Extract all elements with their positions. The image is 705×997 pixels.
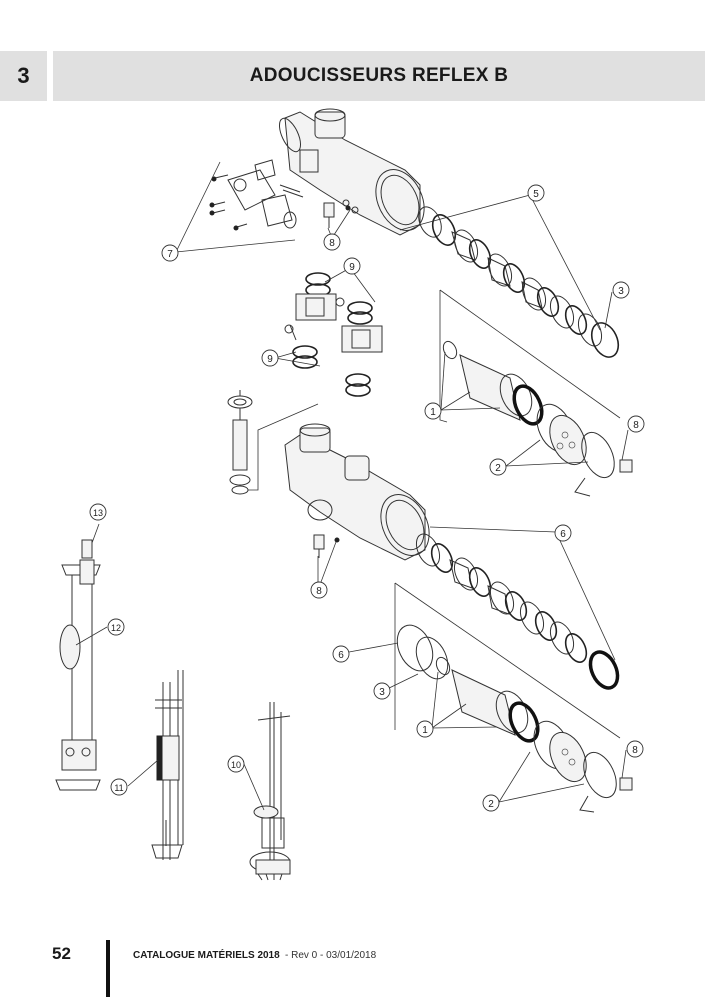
upper-ring-stack <box>418 206 620 358</box>
upper-cartridge <box>442 340 633 497</box>
callout-6-a-label: 6 <box>560 529 566 540</box>
callout-3-b: 3 <box>373 682 391 700</box>
section-number: 3 <box>17 63 30 88</box>
callout-5-label: 5 <box>533 189 539 200</box>
callout-8-b-label: 9 <box>267 354 273 365</box>
catalogue-label: CATALOGUE MATÉRIELS 2018 <box>133 950 280 961</box>
lower-cartridge <box>396 624 633 813</box>
callout-10-label: 10 <box>231 760 241 770</box>
callout-8-a-label: 9 <box>349 262 355 273</box>
page-title: ADOUCISSEURS REFLEX B <box>249 65 509 86</box>
callout-8-b: 9 <box>261 349 279 367</box>
callout-1-b: 1 <box>416 720 434 738</box>
callout-2-a-label: 2 <box>495 463 501 474</box>
callout-12: 12 <box>107 618 125 636</box>
callout-3-a: 3 <box>612 281 630 299</box>
callout-9-a: 8 <box>323 233 341 251</box>
screw-part <box>323 202 351 228</box>
callout-1-a-label: 1 <box>430 407 436 418</box>
page-number: 52 <box>52 944 71 963</box>
brine-valve-assembly <box>55 539 101 791</box>
callout-9-b: 8 <box>627 415 645 433</box>
callout-8-a: 9 <box>343 257 361 275</box>
leader-lines <box>75 161 629 811</box>
upper-valve-body <box>278 108 425 236</box>
lower-ring-stack <box>415 533 620 690</box>
section-number-box: 3 <box>0 51 47 101</box>
revision-label: - Rev 0 - 03/01/2018 <box>285 950 377 961</box>
callout-13-label: 13 <box>93 508 103 518</box>
callout-6-a: 6 <box>554 524 572 542</box>
piston-stack <box>227 390 253 495</box>
float-assembly <box>151 670 184 860</box>
callout-2-b: 2 <box>482 794 500 812</box>
bypass-small-parts <box>209 159 304 231</box>
callout-1-b-label: 1 <box>422 725 428 736</box>
callout-9-a-label: 8 <box>329 238 335 249</box>
callout-3-b-label: 3 <box>379 687 385 698</box>
callout-9-c: 8 <box>310 581 328 599</box>
callout-6-b-label: 6 <box>338 650 344 661</box>
callout-7: 7 <box>161 244 179 262</box>
callout-3-a-label: 3 <box>618 286 624 297</box>
callout-11-label: 11 <box>114 783 123 793</box>
callout-9-d-label: 8 <box>632 745 638 756</box>
callout-1-a: 1 <box>424 402 442 420</box>
callout-6-b: 6 <box>332 645 350 663</box>
section-title-box: ADOUCISSEURS REFLEX B <box>53 51 705 101</box>
callout-2-b-label: 2 <box>488 799 494 810</box>
footer-divider <box>106 940 110 997</box>
callout-9-d: 8 <box>626 740 644 758</box>
lower-valve-body <box>284 423 430 561</box>
callout-11: 11 <box>110 778 128 796</box>
callout-9-b-label: 8 <box>633 420 639 431</box>
callout-12-label: 12 <box>111 623 121 633</box>
callout-7-label: 7 <box>167 249 173 260</box>
callout-10: 10 <box>227 755 245 773</box>
callout-5: 5 <box>527 184 545 202</box>
air-check-assembly <box>249 702 291 881</box>
cartridge-subassembly <box>284 272 383 397</box>
callout-2-a: 2 <box>489 458 507 476</box>
callout-13: 13 <box>89 503 107 521</box>
callout-9-c-label: 8 <box>316 586 322 597</box>
